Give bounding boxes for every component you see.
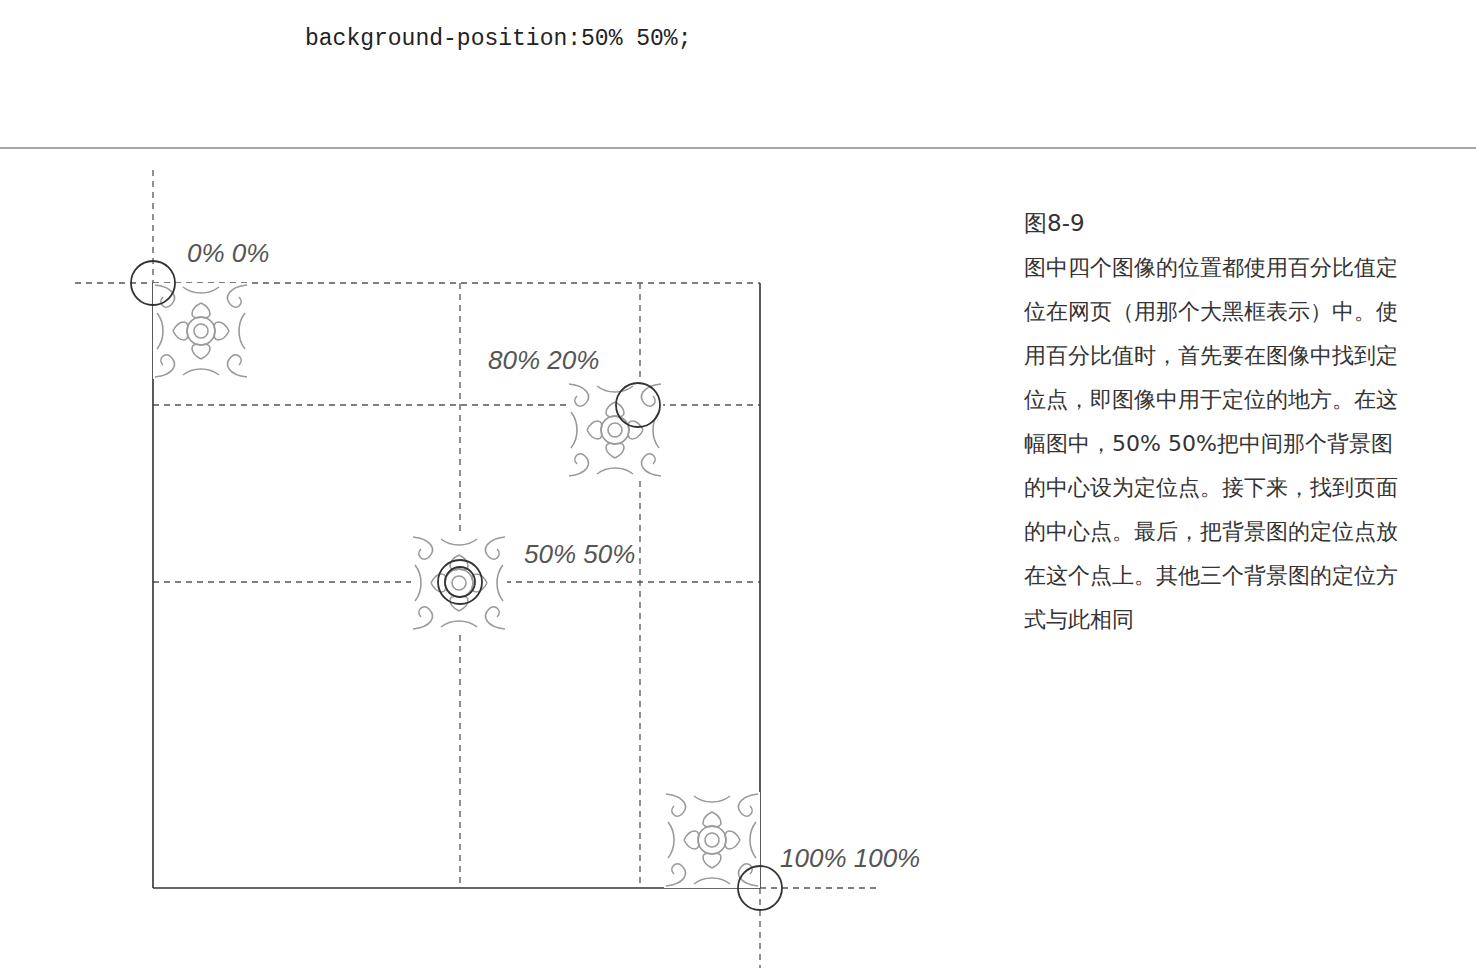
position-label: 100% 100% <box>777 843 923 873</box>
figure-number: 图8-9 <box>1024 208 1085 238</box>
position-label: 0% 0% <box>184 238 272 268</box>
code-line: background-position:50% 50%; <box>305 24 691 54</box>
position-label: 50% 50% <box>521 539 638 569</box>
position-label: 80% 20% <box>485 345 602 375</box>
figure-caption: 图中四个图像的位置都使用百分比值定位在网页（用那个大黑框表示）中。使用百分比值时… <box>1024 246 1410 642</box>
